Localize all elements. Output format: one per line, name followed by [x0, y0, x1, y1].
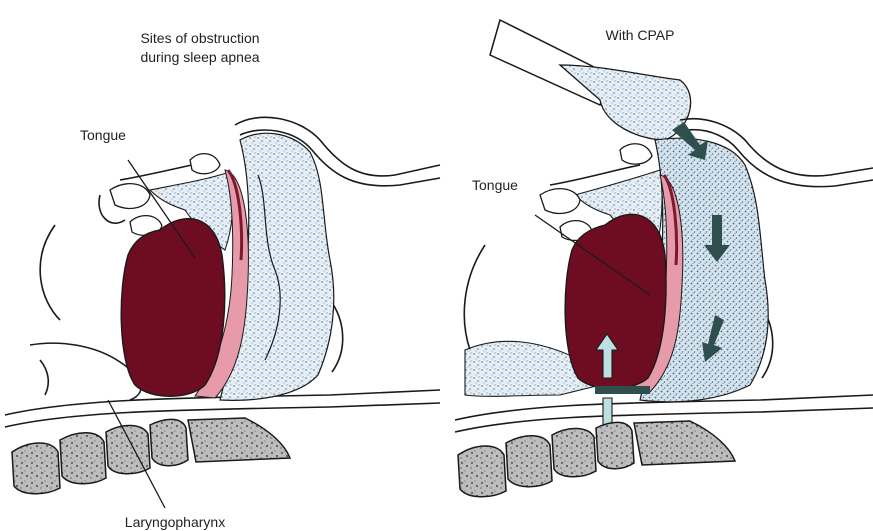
left-tongue	[121, 219, 225, 397]
left-title-line1: Sites of obstruction	[140, 30, 259, 46]
right-title: With CPAP	[606, 27, 675, 43]
left-tongue-label: Tongue	[80, 127, 126, 143]
airflow-bar	[595, 386, 650, 394]
right-vertebrae	[458, 421, 735, 497]
left-laryngopharynx-label: Laryngopharynx	[125, 514, 225, 530]
left-title-line2: during sleep apnea	[140, 49, 259, 65]
right-panel: With CPAP	[455, 20, 873, 497]
right-tongue-label: Tongue	[472, 177, 518, 193]
right-tongue	[565, 214, 666, 388]
left-panel: Sites of obstruction during sleep apnea	[5, 30, 440, 530]
